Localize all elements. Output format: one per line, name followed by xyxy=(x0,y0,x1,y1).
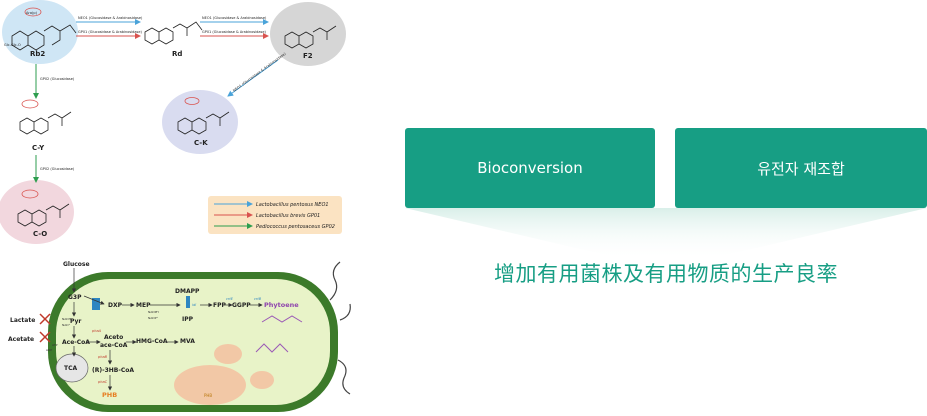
ck-circle xyxy=(162,90,238,154)
rb2-circle xyxy=(2,0,78,64)
enzyme-gp02-1: GP02 (Glucosidase) xyxy=(40,77,75,81)
enzyme-neo1-3: NEO1 (Glucosidase & Arabinosidase) xyxy=(232,51,287,92)
glc-label-rb2: Glc-Glc-O xyxy=(4,43,21,47)
phytoene-chain xyxy=(261,315,303,323)
enzyme-gp02-2: GP02 (Glucosidase) xyxy=(40,167,75,171)
legend-gp01: Lactobacillus brevis GP01 xyxy=(256,213,320,219)
legend-gp02: Pediococcus pentosaceus GP02 xyxy=(256,224,335,230)
cofactor-nadph: NADPH xyxy=(148,310,159,314)
cell-ace-coa: Ace-CoA xyxy=(62,339,90,346)
caption-text: 增加有用菌株及有用物质的生产良率 xyxy=(494,262,838,286)
cofactor-adp: ADP xyxy=(46,348,52,352)
ipp-arrow xyxy=(186,296,190,308)
cofactor-nadh: NADH xyxy=(62,317,71,321)
rd-structure xyxy=(144,21,203,45)
cell-acetoace-2: ace-CoA xyxy=(100,342,128,349)
cell-acetoace-1: Aceto xyxy=(104,334,123,341)
label-rb2: Rb2 xyxy=(30,50,45,58)
cell-acetate: Acetate xyxy=(8,336,34,343)
phb-granule-2 xyxy=(214,344,242,364)
cell-phb-granule: PHB xyxy=(204,393,212,398)
rb2-structure xyxy=(11,7,77,51)
phytoene-chain-2 xyxy=(255,343,289,353)
ck-structure xyxy=(177,97,230,135)
gene-phaC: phaC xyxy=(97,380,108,384)
enzyme-gp01-2: GP01 (Glucosidase & Arabinosidase) xyxy=(202,30,266,34)
cell-dxp: DXP xyxy=(108,302,123,309)
figure-svg: Rb2 Rd F2 C-K C-Y C-O Ara(p) Glc-Glc-O N… xyxy=(0,0,351,412)
cell-lactate: Lactate xyxy=(10,317,35,324)
ara-label-rb2: Ara(p) xyxy=(26,11,38,15)
flagella xyxy=(329,261,351,395)
cell-hb-coa: (R)-3HB-CoA xyxy=(92,367,134,374)
pathway-figure: Rb2 Rd F2 C-K C-Y C-O Ara(p) Glc-Glc-O N… xyxy=(0,0,360,416)
co-circle xyxy=(0,180,74,244)
dxp-bracket xyxy=(92,298,100,310)
phb-granule-3 xyxy=(250,371,274,389)
cell-arrows xyxy=(71,268,263,391)
enzyme-gp01-1: GP01 (Glucosidase & Arabinosidase) xyxy=(78,30,142,34)
enzyme-neo1-2: NEO1 (Glucosidase & Arabinosidase) xyxy=(202,16,267,20)
legend-neo1: Lactobacillus pentosus NEO1 xyxy=(256,202,329,208)
cell-dmapp: DMAPP xyxy=(175,288,200,295)
button-glow xyxy=(405,208,927,260)
cy-structure xyxy=(19,99,72,135)
legend-box xyxy=(208,196,342,234)
label-cy: C-Y xyxy=(32,144,45,152)
label-co: C-O xyxy=(33,230,47,238)
arrow-f2-ck xyxy=(227,59,279,97)
cell-pyr: Pyr xyxy=(70,318,81,325)
cell-glucose: Glucose xyxy=(63,261,90,268)
f2-structure xyxy=(284,25,337,49)
cell-ipp: IPP xyxy=(182,316,194,323)
gene-phaB: phaB xyxy=(97,355,108,359)
label-ck: C-K xyxy=(194,139,208,147)
cell-ggpp: GGPP xyxy=(232,302,251,309)
gene-crtE: crtE xyxy=(226,297,234,301)
cell-tca: TCA xyxy=(64,365,77,372)
cell-g3p: G3P xyxy=(68,294,82,301)
cofactor-nadp: NADP⁺ xyxy=(148,316,158,320)
gene-recombination-button[interactable]: 유전자 재조합 xyxy=(675,128,927,208)
cell-mep: MEP xyxy=(136,302,151,309)
label-rd: Rd xyxy=(172,50,182,58)
knockout-crosses xyxy=(39,313,51,343)
cofactor-atp: ATP xyxy=(52,343,58,347)
phb-granule-1 xyxy=(174,365,246,405)
f2-circle xyxy=(270,2,346,66)
gene-crtB: crtB xyxy=(254,297,262,301)
co-structure xyxy=(17,189,70,227)
gene-idi: idi xyxy=(192,303,196,307)
enzyme-neo1-1: NEO1 (Glucosidase & Arabinosidase) xyxy=(78,16,143,20)
cell-mva: MVA xyxy=(180,338,195,345)
label-f2: F2 xyxy=(303,52,313,60)
cell-fpp: FPP xyxy=(213,302,226,309)
cell-phytoene: Phytoene xyxy=(264,301,299,309)
cofactor-nad: NAD⁺ xyxy=(62,323,71,327)
bioconversion-button[interactable]: Bioconversion xyxy=(405,128,655,208)
cell-hmg-coa: HMG-CoA xyxy=(136,338,168,345)
gene-phaA: phaA xyxy=(91,329,102,333)
cell-phb: PHB xyxy=(102,391,117,399)
